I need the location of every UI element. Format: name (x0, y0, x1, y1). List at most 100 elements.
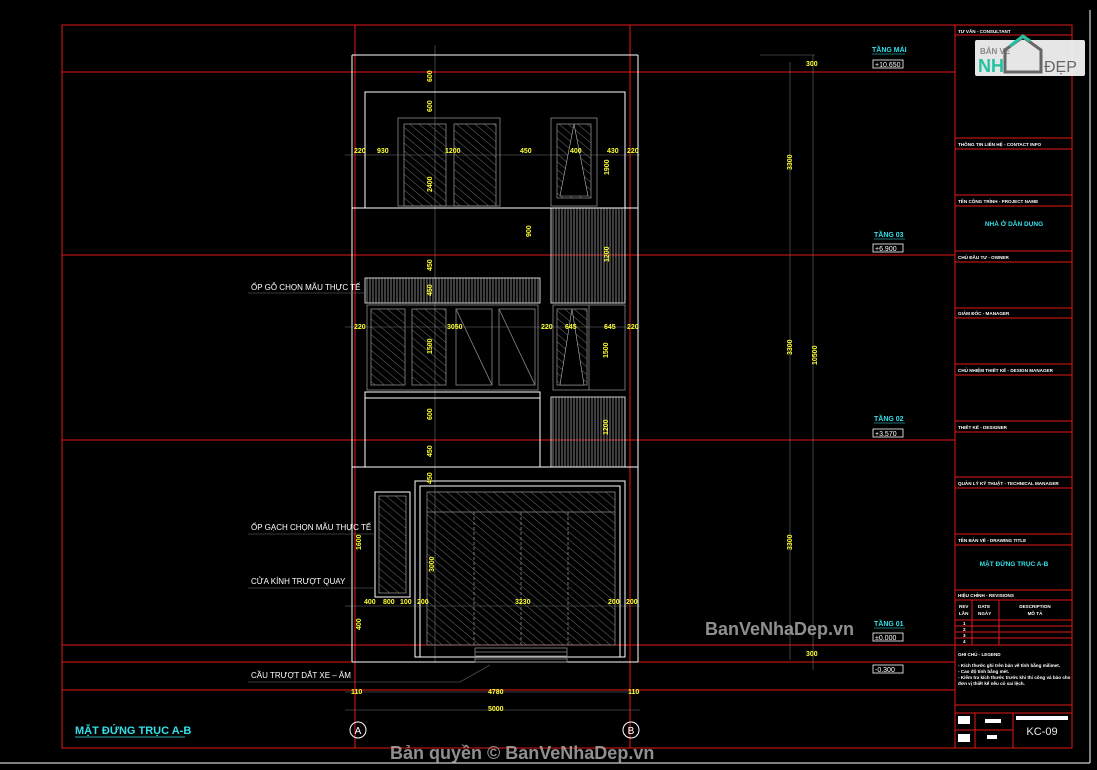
svg-text:3230: 3230 (515, 599, 531, 606)
svg-text:HIỆU CHỈNH - REVISIONS: HIỆU CHỈNH - REVISIONS (958, 591, 1014, 598)
svg-text:400: 400 (356, 618, 363, 630)
svg-text:600: 600 (427, 100, 434, 112)
svg-text:1200: 1200 (604, 246, 611, 262)
project-name: NHÀ Ở DÂN DỤNG (985, 219, 1043, 228)
svg-text:-0.300: -0.300 (875, 667, 895, 674)
svg-text:+3.570: +3.570 (875, 431, 897, 438)
svg-text:CHỦ ĐẦU TƯ - OWNER: CHỦ ĐẦU TƯ - OWNER (958, 254, 1009, 260)
svg-text:3300: 3300 (787, 534, 794, 550)
svg-text:600: 600 (427, 70, 434, 82)
axis-bubble-a: A (349, 721, 367, 739)
svg-text:CHỦ NHIỆM THIẾT KẾ - DESIGN MA: CHỦ NHIỆM THIẾT KẾ - DESIGN MANAGER (958, 366, 1054, 373)
dimension-values: 110 4780 110 5000 300 3300 3300 3300 105… (351, 61, 819, 713)
svg-text:800: 800 (383, 599, 395, 606)
svg-text:THIẾT KẾ - DESIGNER: THIẾT KẾ - DESIGNER (958, 424, 1008, 430)
svg-text:900: 900 (526, 225, 533, 237)
slat-cladding-upper (550, 207, 626, 304)
floor3-window (366, 304, 539, 391)
svg-text:110: 110 (628, 689, 639, 696)
svg-text:QUẢN LÝ KỸ THUẬT - TECHNICAL M: QUẢN LÝ KỸ THUẬT - TECHNICAL MANAGER (958, 480, 1059, 486)
svg-text:3050: 3050 (447, 324, 463, 331)
svg-text:TẦNG MÁI: TẦNG MÁI (872, 44, 907, 54)
svg-text:450: 450 (427, 284, 434, 296)
annotation-ramp: CẦU TRƯỢT DẮT XE – ÂM (251, 670, 351, 680)
annotation-glass-door: CỬA KÍNH TRƯỢT QUAY (251, 577, 346, 586)
svg-text:LẦN: LẦN (959, 610, 969, 616)
svg-text:2: 2 (963, 627, 966, 632)
svg-text:TẦNG 03: TẦNG 03 (874, 229, 904, 239)
svg-text:220: 220 (541, 324, 553, 331)
svg-text:300: 300 (806, 651, 818, 658)
level-ground: -0.300 (872, 664, 904, 674)
svg-text:±0.000: ±0.000 (875, 635, 896, 642)
svg-text:1500: 1500 (427, 338, 434, 354)
level-roof: TẦNG MÁI+10.650 (872, 44, 907, 69)
svg-text:220: 220 (354, 148, 366, 155)
svg-text:430: 430 (607, 148, 619, 155)
svg-text:645: 645 (565, 324, 577, 331)
svg-text:4780: 4780 (488, 689, 504, 696)
sheet-frame (0, 10, 1091, 764)
level-markers: TẦNG MÁI+10.650 TẦNG 03+6.900 TẦNG 02+3.… (872, 44, 907, 674)
svg-text:NH: NH (978, 56, 1004, 76)
svg-text:930: 930 (377, 148, 389, 155)
svg-text:200: 200 (608, 599, 620, 606)
drawing-number: KC-09 (1026, 726, 1057, 738)
drawing-title: MẶT ĐỨNG TRỤC A-B (75, 724, 191, 737)
svg-text:MÔ TẢ: MÔ TẢ (1028, 609, 1043, 616)
svg-text:1600: 1600 (356, 534, 363, 550)
slat-cladding-lower (550, 396, 626, 468)
svg-text:- Kích thước ghi trên bản vẽ t: - Kích thước ghi trên bản vẽ tính bằng m… (958, 662, 1060, 668)
svg-text:10500: 10500 (812, 345, 819, 365)
svg-text:400: 400 (570, 148, 582, 155)
building-elevation (351, 54, 639, 663)
svg-text:3300: 3300 (787, 154, 794, 170)
svg-text:NGÀY: NGÀY (978, 610, 991, 616)
svg-text:200: 200 (626, 599, 638, 606)
svg-text:400: 400 (364, 599, 376, 606)
ground-window (374, 491, 411, 598)
annotation-wood-cladding: ỐP GỖ CHỌN MẪU THỰC TẾ (251, 282, 361, 292)
svg-text:TẦNG 01: TẦNG 01 (874, 618, 904, 628)
svg-text:DATE: DATE (978, 604, 990, 609)
svg-text:1900: 1900 (604, 159, 611, 175)
svg-text:TƯ VẤN - CONSULTANT: TƯ VẤN - CONSULTANT (958, 28, 1011, 34)
svg-text:450: 450 (520, 148, 532, 155)
svg-text:450: 450 (427, 259, 434, 271)
svg-text:THÔNG TIN LIÊN HỆ - CONTACT IN: THÔNG TIN LIÊN HỆ - CONTACT INFO (958, 140, 1042, 147)
axis-lines (354, 25, 631, 748)
level-floor1: TẦNG 01 ±0.000 (872, 618, 905, 642)
copyright-watermark: Bản quyền © BanVeNhaDep.vn (390, 743, 654, 763)
svg-text:110: 110 (351, 689, 362, 696)
svg-text:100: 100 (400, 599, 412, 606)
garage-door (414, 480, 626, 658)
svg-text:BẢN VẼ: BẢN VẼ (980, 47, 1011, 56)
drawing-title-block: MẶT ĐỨNG TRỤC A-B (980, 559, 1049, 568)
annotation-tile-cladding: ỐP GẠCH CHỌN MẪU THỰC TẾ (251, 522, 371, 532)
roof-door (397, 117, 501, 207)
annotations: ỐP GỖ CHỌN MẪU THỰC TẾ ỐP GẠCH CHỌN MẪU … (248, 282, 491, 683)
title-block: TƯ VẤN - CONSULTANT THÔNG TIN LIÊN HỆ - … (954, 24, 1073, 749)
svg-text:GHI CHÚ - LEGEND: GHI CHÚ - LEGEND (958, 651, 1001, 657)
svg-text:3000: 3000 (429, 556, 436, 572)
svg-text:600: 600 (427, 408, 434, 420)
site-watermark: BanVeNhaDep.vn (705, 619, 854, 639)
svg-text:3300: 3300 (787, 339, 794, 355)
svg-text:4: 4 (963, 639, 966, 644)
svg-text:220: 220 (354, 324, 366, 331)
svg-text:1: 1 (963, 621, 966, 626)
wood-cladding (364, 277, 541, 304)
svg-text:B: B (628, 726, 635, 737)
svg-text:1200: 1200 (445, 148, 461, 155)
brand-logo: BẢN VẼ NH ĐẸP (975, 34, 1085, 76)
svg-text:220: 220 (627, 148, 639, 155)
roof-window (550, 117, 598, 207)
svg-text:3: 3 (963, 633, 966, 638)
svg-text:ĐẸP: ĐẸP (1044, 59, 1077, 76)
floor3-side-window (552, 304, 626, 391)
svg-text:DESCRIPTION: DESCRIPTION (1019, 604, 1051, 609)
svg-text:450: 450 (427, 445, 434, 457)
svg-text:GIÁM ĐỐC - MANAGER: GIÁM ĐỐC - MANAGER (958, 310, 1010, 316)
level-floor3: TẦNG 03+6.900 (872, 229, 905, 253)
